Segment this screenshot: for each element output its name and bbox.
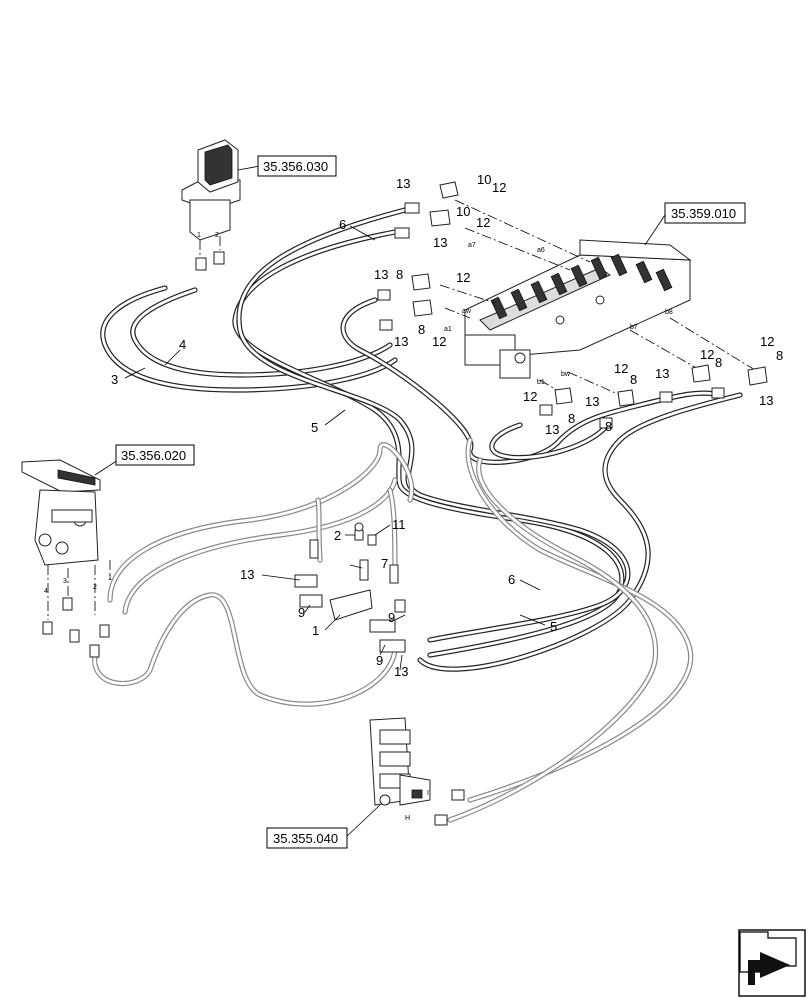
hose-4: [130, 287, 393, 378]
callout-12-b1: 12: [523, 389, 537, 404]
routing-lines: [439, 199, 756, 396]
ref-label-35-356-020: 35.356.020: [121, 448, 186, 463]
hose-upper-right: [340, 297, 723, 465]
callout-1: 1: [312, 623, 319, 638]
callout-leaders: [124, 225, 546, 671]
callout-2: 2: [334, 528, 341, 543]
ref-label-35-356-030: 35.356.030: [263, 159, 328, 174]
callout-4: 4: [179, 337, 186, 352]
callout-numbers: 3 4 5 5 6 6 1 2 7 11 9 9 9 13 13 13 10 1…: [111, 172, 783, 679]
callout-8-b7: 8: [715, 355, 722, 370]
pedal-port-1: 1: [108, 575, 112, 582]
port-bw: bw: [561, 371, 571, 378]
callout-11: 11: [392, 517, 406, 532]
port-aw: aw: [462, 308, 472, 315]
selector-port-i: I: [427, 790, 429, 797]
callout-13-bottom: 13: [394, 664, 408, 679]
ref-box-35-359-010[interactable]: 35.359.010: [664, 202, 746, 224]
control-valve-block: a6 a7 aw a1 b1 bw b7 b8: [444, 239, 692, 386]
pedal-port-3: 3: [63, 578, 67, 585]
callout-6-top: 6: [339, 217, 346, 232]
callout-13-b7: 13: [655, 366, 669, 381]
callout-12-fourth: 12: [432, 334, 446, 349]
callout-13-top: 13: [396, 176, 410, 191]
callout-12-bw: 12: [614, 361, 628, 376]
callout-9-right: 9: [388, 610, 395, 625]
callout-12-b7: 12: [700, 347, 714, 362]
callout-13-center: 13: [240, 567, 254, 582]
port-a7: a7: [468, 242, 476, 249]
hose-6: [236, 207, 631, 643]
joystick-port-2: 2: [215, 232, 219, 239]
callout-13-third: 13: [374, 267, 388, 282]
callout-13-bw: 13: [585, 394, 599, 409]
callout-9-left: 9: [298, 605, 305, 620]
ref-box-35-355-040[interactable]: 35.355.040: [266, 827, 348, 849]
callout-7: 7: [381, 556, 388, 571]
port-b1: b1: [537, 379, 545, 386]
callout-13-b8: 13: [759, 393, 773, 408]
ref-label-35-355-040: 35.355.040: [273, 831, 338, 846]
hose-3: [100, 285, 398, 393]
pedal-valve-assembly: 4 3 2 1: [21, 459, 112, 658]
arrow-nav-icon[interactable]: [738, 929, 806, 997]
hose-grey-return: [92, 592, 398, 707]
callout-13-second: 13: [433, 235, 447, 250]
callout-6-right: 6: [508, 572, 515, 587]
fittings-upper: [377, 181, 768, 429]
callout-8-b8: 8: [776, 348, 783, 363]
callout-13-b1: 13: [545, 422, 559, 437]
callout-9-bottom: 9: [376, 653, 383, 668]
hose-grey-long-2: [447, 457, 659, 823]
hose-grey-long: [465, 437, 694, 803]
selector-port-h: H: [405, 815, 410, 822]
hose-valve-left: [489, 417, 613, 461]
callout-3: 3: [111, 372, 118, 387]
ref-box-35-356-020[interactable]: 35.356.020: [115, 444, 195, 466]
callout-8-bw-low: 8: [605, 419, 612, 434]
tee-bracket-assembly: [294, 522, 406, 653]
hose-grey-pedal-2: [122, 477, 398, 615]
ref-box-35-356-030[interactable]: 35.356.030: [257, 155, 337, 177]
joystick-port-1: 1: [197, 232, 201, 239]
port-b8: b8: [665, 309, 673, 316]
callout-13-fourth: 13: [394, 334, 408, 349]
hose-grey-pedal-1: [107, 442, 415, 603]
callout-12-top: 12: [492, 180, 506, 195]
callout-8-third: 8: [396, 267, 403, 282]
callout-5-right: 5: [550, 619, 557, 634]
callout-12-third: 12: [456, 270, 470, 285]
port-b7: b7: [630, 324, 638, 331]
callout-10-top: 10: [477, 172, 491, 187]
selector-valve-assembly: H I: [369, 717, 465, 826]
callout-8-b1: 8: [568, 411, 575, 426]
port-a1: a1: [444, 326, 452, 333]
ref-label-35-359-010: 35.359.010: [671, 206, 736, 221]
pedal-port-4: 4: [44, 588, 48, 595]
callout-12-second: 12: [476, 215, 490, 230]
callout-5-left: 5: [311, 420, 318, 435]
pedal-port-2: 2: [93, 584, 97, 591]
callout-8-fourth: 8: [418, 322, 425, 337]
callout-8-bw: 8: [630, 372, 637, 387]
callout-10-second: 10: [456, 204, 470, 219]
port-a6: a6: [537, 247, 545, 254]
hose-right-loop: [417, 392, 743, 672]
callout-12-b8: 12: [760, 334, 774, 349]
joystick-assembly: 1 2: [181, 139, 241, 271]
